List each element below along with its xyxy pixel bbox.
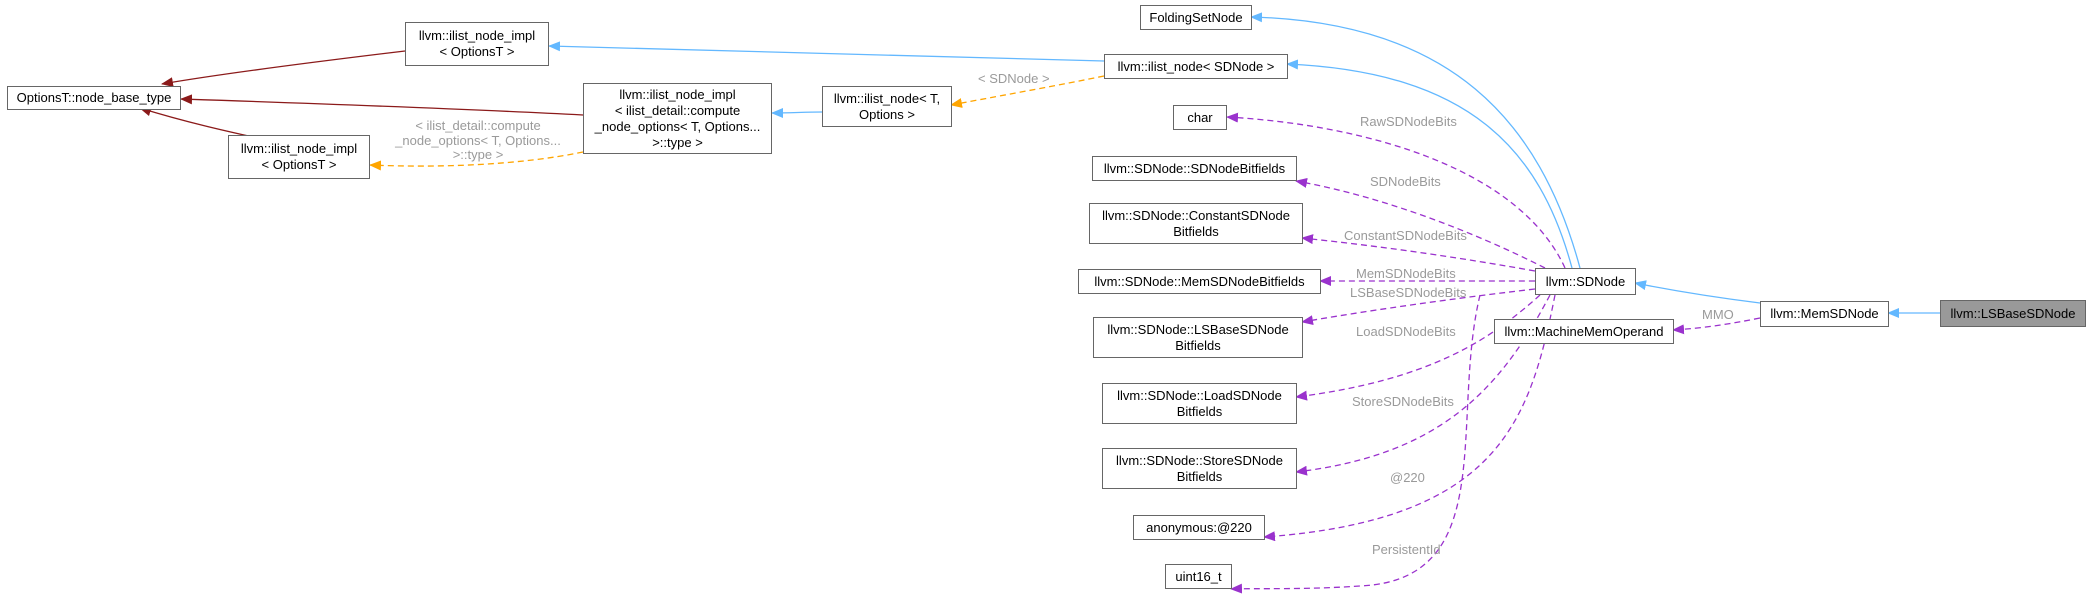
edge-label-persistent-id: PersistentId — [1372, 542, 1441, 557]
edge-memsdnode-to-sdnode — [1634, 280, 1761, 304]
node-label: FoldingSetNode — [1149, 9, 1243, 25]
edge-sdnode-to-folding — [1250, 12, 1581, 269]
edge-sdnode-anonymous — [1263, 294, 1556, 542]
node-machine-mem-operand[interactable]: llvm::MachineMemOperand — [1494, 319, 1674, 344]
node-label: llvm::SDNode — [1545, 273, 1626, 289]
edge-sdnode-to-ilist-sd — [1286, 59, 1573, 269]
edge-ilist-sd-to-impl-top — [548, 41, 1105, 62]
node-sdnode[interactable]: llvm::SDNode — [1535, 268, 1636, 295]
node-label: char — [1187, 109, 1213, 125]
edge-ilist-sd-to-ilist-t — [950, 75, 1105, 108]
edge-label-mem-bits: MemSDNodeBits — [1356, 266, 1456, 281]
node-ilist-node-impl-compute[interactable]: llvm::ilist_node_impl < ilist_detail::co… — [583, 83, 772, 154]
node-label: anonymous:@220 — [1146, 519, 1252, 535]
node-store-sdnode-bitfields[interactable]: llvm::SDNode::StoreSDNode Bitfields — [1102, 448, 1297, 489]
edge-sdnode-load-bitfields — [1295, 294, 1541, 401]
edge-sdnode-char — [1226, 112, 1566, 269]
node-label: OptionsT::node_base_type — [16, 90, 172, 105]
node-label-line-1: llvm::SDNode::LoadSDNode — [1117, 387, 1282, 403]
node-label-line-3: _node_options< T, Options... — [594, 118, 761, 134]
node-label: llvm::MemSDNode — [1770, 306, 1879, 321]
edge-label-constant-bits: ConstantSDNodeBits — [1344, 228, 1467, 243]
edge-impl-top-to-base — [161, 50, 406, 88]
node-label-line-2: Bitfields — [1175, 337, 1221, 353]
node-label-line-1: llvm::SDNode::ConstantSDNode — [1102, 207, 1290, 223]
node-label: uint16_t — [1175, 568, 1222, 584]
node-lsbase-sdnode-bitfields[interactable]: llvm::SDNode::LSBaseSDNode Bitfields — [1093, 317, 1303, 358]
node-label-line-2: Bitfields — [1176, 468, 1223, 484]
node-ilist-node-impl-options-secondary[interactable]: llvm::ilist_node_impl < OptionsT > — [228, 135, 370, 179]
node-label-line-2: Options > — [858, 106, 915, 122]
edge-label-compute-line-2: _node_options< T, Options... — [394, 133, 561, 148]
edge-label-sdnode-template: < SDNode > — [978, 71, 1050, 86]
node-char[interactable]: char — [1173, 105, 1227, 130]
node-folding-set-node[interactable]: FoldingSetNode — [1140, 5, 1252, 30]
node-label: llvm::SDNode::MemSDNodeBitfields — [1094, 273, 1305, 289]
edge-label-compute-line-1: < ilist_detail::compute — [415, 118, 540, 133]
node-label-line-1: llvm::SDNode::StoreSDNode — [1116, 452, 1283, 468]
edge-label-raw-bits: RawSDNodeBits — [1360, 114, 1457, 129]
edge-ilist-t-to-impl-compute — [771, 107, 823, 118]
edge-sdnode-lsbase-bitfields — [1301, 288, 1536, 326]
edge-label-compute-line-3: >::type > — [453, 147, 504, 162]
node-label: llvm::MachineMemOperand — [1504, 323, 1664, 339]
edge-label-lsbase-bits: LSBaseSDNodeBits — [1350, 285, 1467, 300]
edge-impl-compute-to-impl-bottom — [369, 151, 584, 171]
node-mem-sdnode-bitfields[interactable]: llvm::SDNode::MemSDNodeBitfields — [1078, 269, 1321, 294]
node-lsbase-sdnode[interactable]: llvm::LSBaseSDNode — [1940, 300, 2086, 327]
edge-sdnode-sdnode-bitfields — [1295, 178, 1546, 269]
node-load-sdnode-bitfields[interactable]: llvm::SDNode::LoadSDNode Bitfields — [1102, 383, 1297, 424]
node-ilist-node-impl-options[interactable]: llvm::ilist_node_impl < OptionsT > — [405, 22, 549, 66]
edge-label-mmo: MMO — [1702, 307, 1734, 322]
node-label: llvm::ilist_node< SDNode > — [1117, 58, 1275, 74]
edge-sdnode-uint16 — [1230, 294, 1481, 594]
node-label: llvm::SDNode::SDNodeBitfields — [1103, 160, 1286, 176]
edge-label-store-bits: StoreSDNodeBits — [1352, 394, 1454, 409]
node-label-line-2: Bitfields — [1173, 223, 1219, 239]
node-label-line-1: llvm::ilist_node< T, — [833, 90, 941, 106]
node-label-line-1: llvm::SDNode::LSBaseSDNode — [1107, 321, 1289, 337]
edge-sdnode-constant-bitfields — [1301, 234, 1536, 272]
node-label-line-2: < OptionsT > — [439, 44, 515, 59]
edge-impl-compute-to-base — [180, 94, 584, 116]
node-mem-sdnode[interactable]: llvm::MemSDNode — [1760, 301, 1889, 327]
node-constant-sdnode-bitfields[interactable]: llvm::SDNode::ConstantSDNode Bitfields — [1089, 203, 1303, 244]
edge-label-anon: @220 — [1390, 470, 1425, 485]
node-ilist-node-sdnode[interactable]: llvm::ilist_node< SDNode > — [1104, 54, 1288, 79]
node-label-line-2: Bitfields — [1176, 403, 1223, 419]
node-ilist-node-t-options[interactable]: llvm::ilist_node< T, Options > — [822, 86, 952, 127]
node-label-line-2: < OptionsT > — [261, 157, 337, 172]
node-label-line-4: >::type > — [652, 134, 703, 150]
edge-label-sdnode-bits: SDNodeBits — [1370, 174, 1441, 189]
node-label-line-1: llvm::ilist_node_impl — [240, 141, 358, 156]
node-label: llvm::LSBaseSDNode — [1950, 305, 2076, 321]
node-uint16-t[interactable]: uint16_t — [1165, 564, 1232, 589]
node-anonymous-220[interactable]: anonymous:@220 — [1133, 515, 1265, 540]
node-label-line-1: llvm::ilist_node_impl — [619, 86, 736, 102]
node-label-line-1: llvm::ilist_node_impl — [418, 28, 536, 43]
edge-label-load-bits: LoadSDNodeBits — [1356, 324, 1456, 339]
edge-memsdnode-mmo — [1672, 317, 1761, 335]
node-sdnode-bitfields[interactable]: llvm::SDNode::SDNodeBitfields — [1092, 156, 1297, 181]
node-options-node-base-type[interactable]: OptionsT::node_base_type — [7, 86, 181, 110]
node-label-line-2: < ilist_detail::compute — [614, 102, 741, 118]
